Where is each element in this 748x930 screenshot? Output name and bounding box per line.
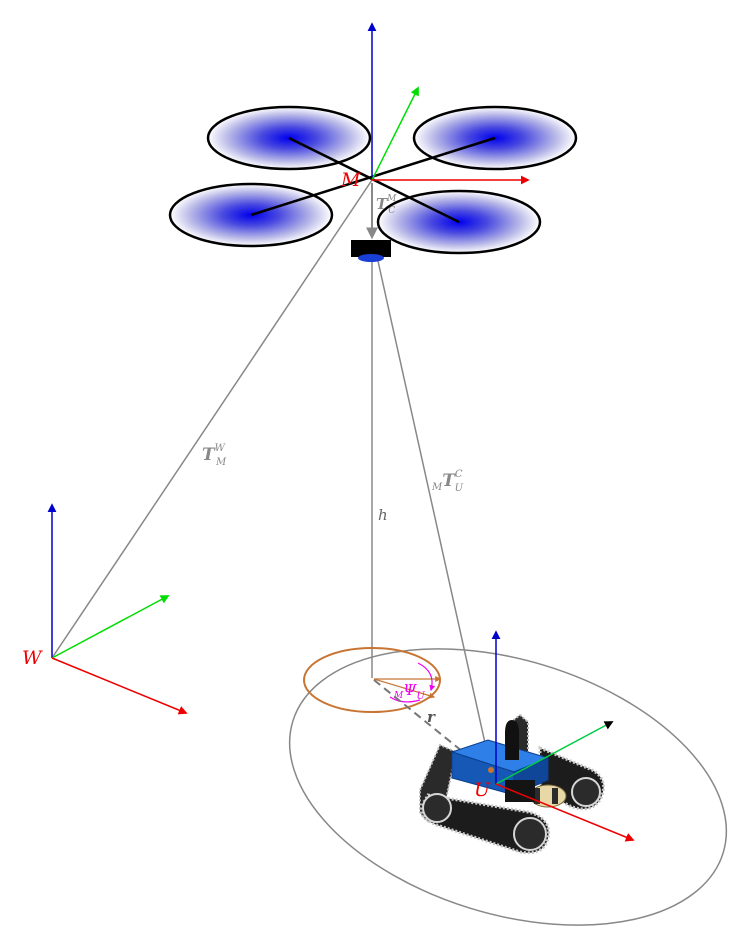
ugv-y-axis — [495, 721, 614, 785]
drone-frame-label: M — [340, 169, 361, 191]
world-y-axis — [51, 595, 170, 659]
world-x-axis — [51, 657, 188, 715]
ugv-wheel — [422, 793, 452, 823]
ground-radius-ellipse — [288, 648, 728, 926]
drone-frame: M — [340, 22, 530, 191]
yaw-angle-arc-lower — [389, 696, 421, 703]
world-frame: W — [22, 503, 188, 715]
world-to-drone-line — [51, 179, 373, 659]
yaw-angle-arc — [417, 662, 436, 692]
height-label: h — [378, 506, 388, 524]
ugv-wheel — [513, 817, 547, 851]
radius-label: r — [427, 708, 436, 726]
yaw-heading-arrow — [373, 678, 436, 699]
camera-lens — [358, 254, 384, 262]
ugv-wheel — [571, 777, 601, 807]
ugv-frame-label: U — [474, 779, 491, 801]
quadrotor — [168, 105, 578, 262]
ugv-battery-band — [552, 788, 558, 804]
ugv-robot — [419, 713, 606, 855]
drone-y-axis — [371, 86, 419, 181]
yaw-angle-label: MΨU — [393, 681, 425, 702]
ugv-sensor-mast — [505, 720, 519, 760]
ugv-x-axis — [495, 783, 635, 842]
ugv-frame: U — [474, 630, 635, 842]
camera-body — [351, 240, 391, 257]
ugv-marker — [488, 767, 494, 773]
ugv-battery-band — [534, 788, 540, 804]
camera-to-ugv-line — [373, 242, 492, 771]
world-frame-label: W — [22, 647, 43, 669]
